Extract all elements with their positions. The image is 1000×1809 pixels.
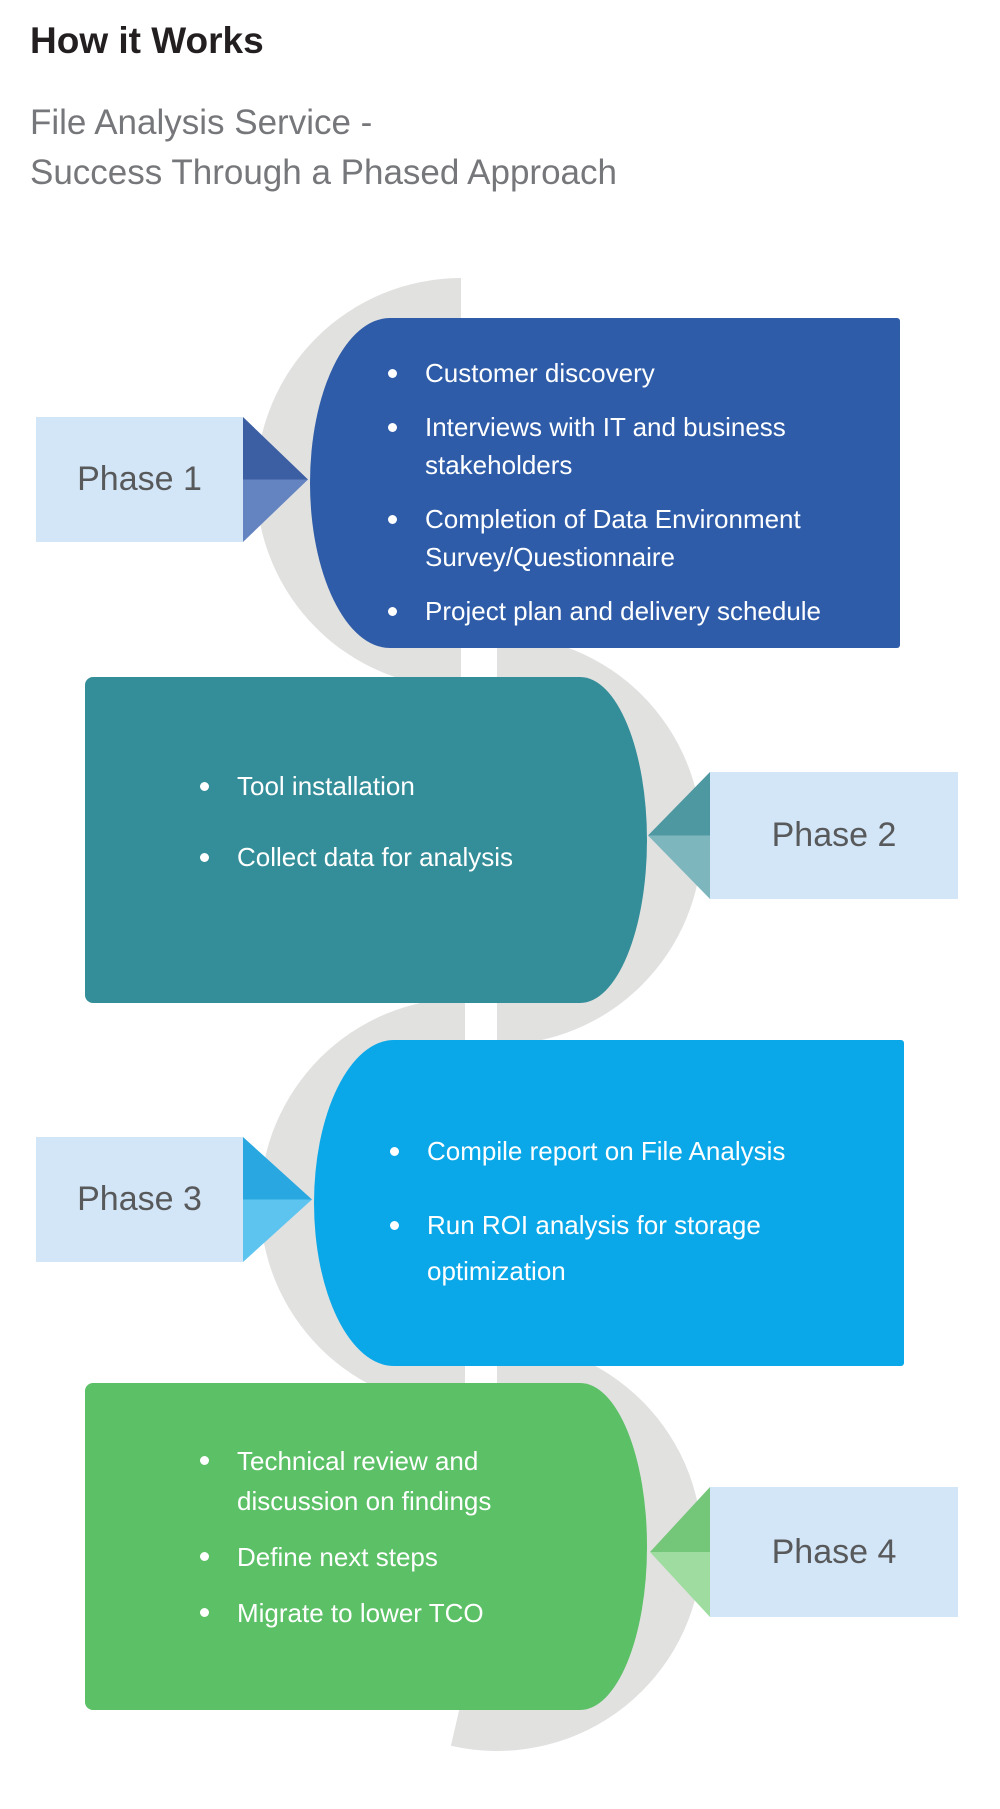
phase4-arrow-icon [650,1487,710,1617]
bullet-dot-icon [390,1147,399,1156]
page-title: How it Works [30,20,264,61]
serpentine-curve [256,278,703,1751]
phase3-label: Phase 3 [77,1180,202,1218]
phase2-content-box: Tool installation Collect data for analy… [85,677,647,1003]
phase1-arrow-icon [243,417,308,542]
bullet-dot-icon [388,423,397,432]
phase2-label: Phase 2 [771,816,897,854]
serpentine-arc-4 [450,1340,703,1751]
list-item: Collect data for analysis [200,838,587,876]
bullet-dot-icon [388,607,397,616]
list-item: Migrate to lower TCO [200,1593,597,1633]
list-item: Customer discovery [388,354,876,392]
phase1-label: Phase 1 [77,460,202,498]
serpentine-arc-3 [260,998,465,1408]
phase3-label-box: Phase 3 [36,1137,243,1262]
list-item: Technical review and discussion on findi… [200,1441,597,1521]
bullet-dot-icon [390,1221,399,1230]
list-item: Interviews with IT and business stakehol… [388,408,876,484]
phase1-content-box: Customer discovery Interviews with IT an… [310,318,900,648]
list-item: Define next steps [200,1537,597,1577]
page-subtitle: File Analysis Service - Success Through … [30,98,617,198]
bullet-dot-icon [200,782,209,791]
page-subtitle-line-1: File Analysis Service - [30,103,373,142]
phase3-arrow-icon [243,1137,312,1262]
phase4-label-box: Phase 4 [710,1487,958,1617]
phase1-label-box: Phase 1 [36,417,243,542]
list-item: Run ROI analysis for storage optimizatio… [390,1202,880,1294]
serpentine-arc-1 [256,278,461,688]
serpentine-arc-2 [497,635,702,1045]
phase3-content-box: Compile report on File Analysis Run ROI … [314,1040,904,1366]
bullet-dot-icon [388,369,397,378]
bullet-dot-icon [200,853,209,862]
phase2-label-box: Phase 2 [710,772,958,899]
bullet-dot-icon [200,1456,209,1465]
phase4-content-box: Technical review and discussion on findi… [85,1383,647,1710]
list-item: Compile report on File Analysis [390,1128,880,1174]
list-item: Completion of Data Environment Survey/Qu… [388,500,876,576]
bullet-dot-icon [200,1552,209,1561]
phase2-arrow-icon [648,772,710,899]
phase4-label: Phase 4 [771,1532,897,1571]
bullet-dot-icon [200,1608,209,1617]
page-subtitle-line-2: Success Through a Phased Approach [30,153,617,192]
list-item: Project plan and delivery schedule [388,592,876,630]
bullet-dot-icon [388,515,397,524]
list-item: Tool installation [200,767,587,805]
